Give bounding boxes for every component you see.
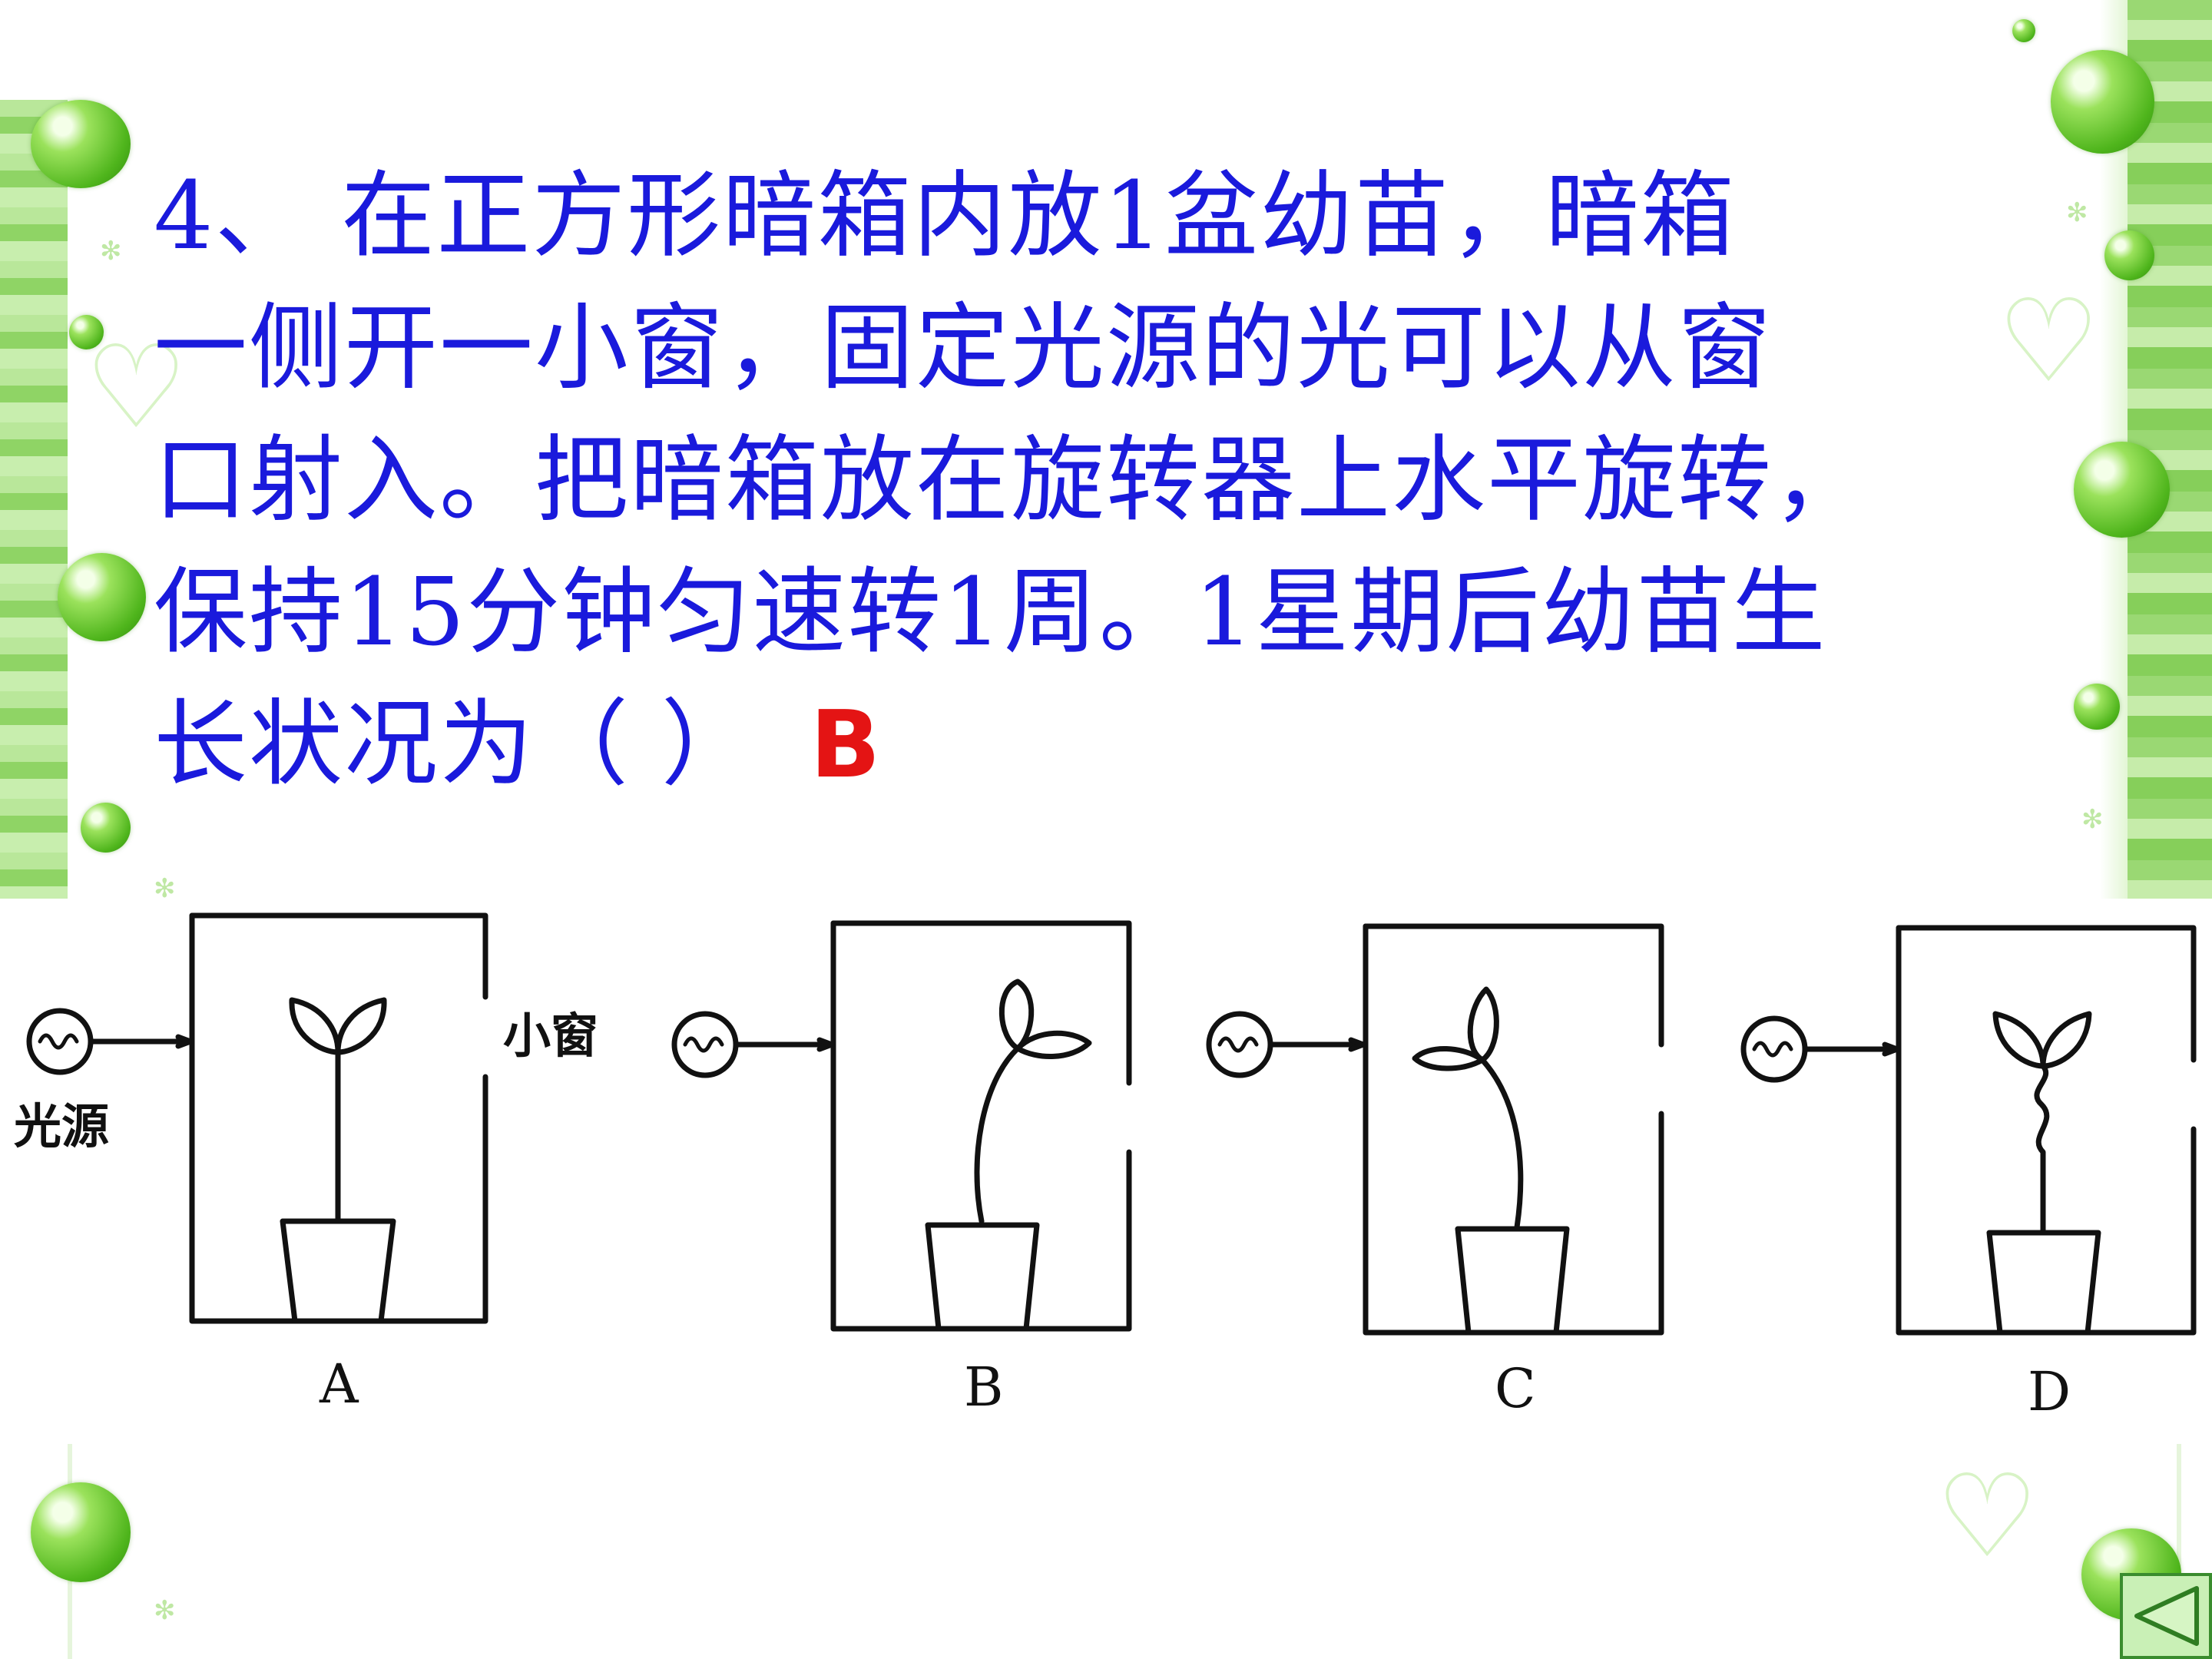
sparkle-icon: ✻ bbox=[154, 873, 176, 904]
option-label-c: C bbox=[1495, 1357, 1536, 1420]
option-label-b: B bbox=[964, 1356, 1003, 1419]
bubble-icon bbox=[31, 100, 131, 188]
option-b-drawing bbox=[671, 920, 1132, 1332]
sparkle-icon: ✻ bbox=[2066, 197, 2088, 228]
pot-icon bbox=[925, 1222, 1040, 1332]
bubble-icon bbox=[31, 1482, 131, 1582]
bubble-icon bbox=[2074, 684, 2120, 730]
box-outline bbox=[830, 920, 1132, 1086]
option-a-drawing bbox=[26, 912, 488, 1324]
answer-mark: B bbox=[810, 692, 882, 799]
question-line: 4、 在正方形暗箱内放1盆幼苗，暗箱 bbox=[154, 161, 1737, 270]
option-label-d: D bbox=[2028, 1360, 2071, 1423]
left-decorative-stripe bbox=[0, 100, 68, 899]
question-line: 长状况为（ ） bbox=[154, 690, 757, 799]
heart-decoration-icon: ♡ bbox=[84, 321, 188, 455]
bubble-icon bbox=[2051, 50, 2154, 154]
sparkle-icon: ✻ bbox=[100, 236, 122, 267]
top-band bbox=[0, 0, 2212, 100]
bubble-icon bbox=[2104, 230, 2154, 280]
question-text: 4、 在正方形暗箱内放1盆幼苗，暗箱 一侧开一小窗，固定光源的光可以从窗 口射入… bbox=[154, 150, 2120, 812]
bubble-icon bbox=[81, 803, 131, 853]
options-diagram-svg: 光源 小窗 A B C D bbox=[14, 912, 2197, 1423]
sparkle-icon: ✻ bbox=[2081, 804, 2104, 835]
window-label: 小窗 bbox=[503, 1008, 598, 1064]
pot-icon bbox=[1986, 1230, 2101, 1336]
option-c-drawing bbox=[1206, 923, 1664, 1336]
bubble-icon bbox=[58, 553, 146, 641]
light-source-label: 光源 bbox=[14, 1098, 109, 1154]
question-line-last: 长状况为（ ） B bbox=[154, 678, 2120, 812]
option-d-drawing bbox=[1740, 925, 2197, 1336]
heart-decoration-icon: ♡ bbox=[1997, 275, 2101, 409]
option-label-a: A bbox=[319, 1353, 359, 1416]
bubble-icon bbox=[2012, 19, 2035, 42]
bubble-icon bbox=[69, 315, 104, 349]
bubble-icon bbox=[2074, 442, 2170, 538]
box-outline bbox=[1896, 925, 2197, 1063]
heart-decoration-icon: ♡ bbox=[1936, 1450, 2039, 1584]
pot-icon bbox=[280, 1218, 396, 1324]
question-line: 口射入。把暗箱放在旋转器上水平旋转， bbox=[154, 426, 1868, 535]
box-outline bbox=[1363, 923, 1664, 1048]
question-line: 保持15分钟匀速转1周。1星期后幼苗生 bbox=[154, 558, 1827, 667]
box-outline bbox=[189, 912, 488, 1000]
triangle-left-icon bbox=[2134, 1586, 2199, 1646]
pot-icon bbox=[1455, 1226, 1570, 1336]
sparkle-icon: ✻ bbox=[154, 1595, 176, 1626]
back-button[interactable] bbox=[2120, 1573, 2212, 1659]
options-diagram: 光源 小窗 A B C D bbox=[0, 899, 2212, 1444]
question-line: 一侧开一小窗，固定光源的光可以从窗 bbox=[154, 293, 1773, 402]
bottom-right-line bbox=[2177, 1444, 2181, 1659]
